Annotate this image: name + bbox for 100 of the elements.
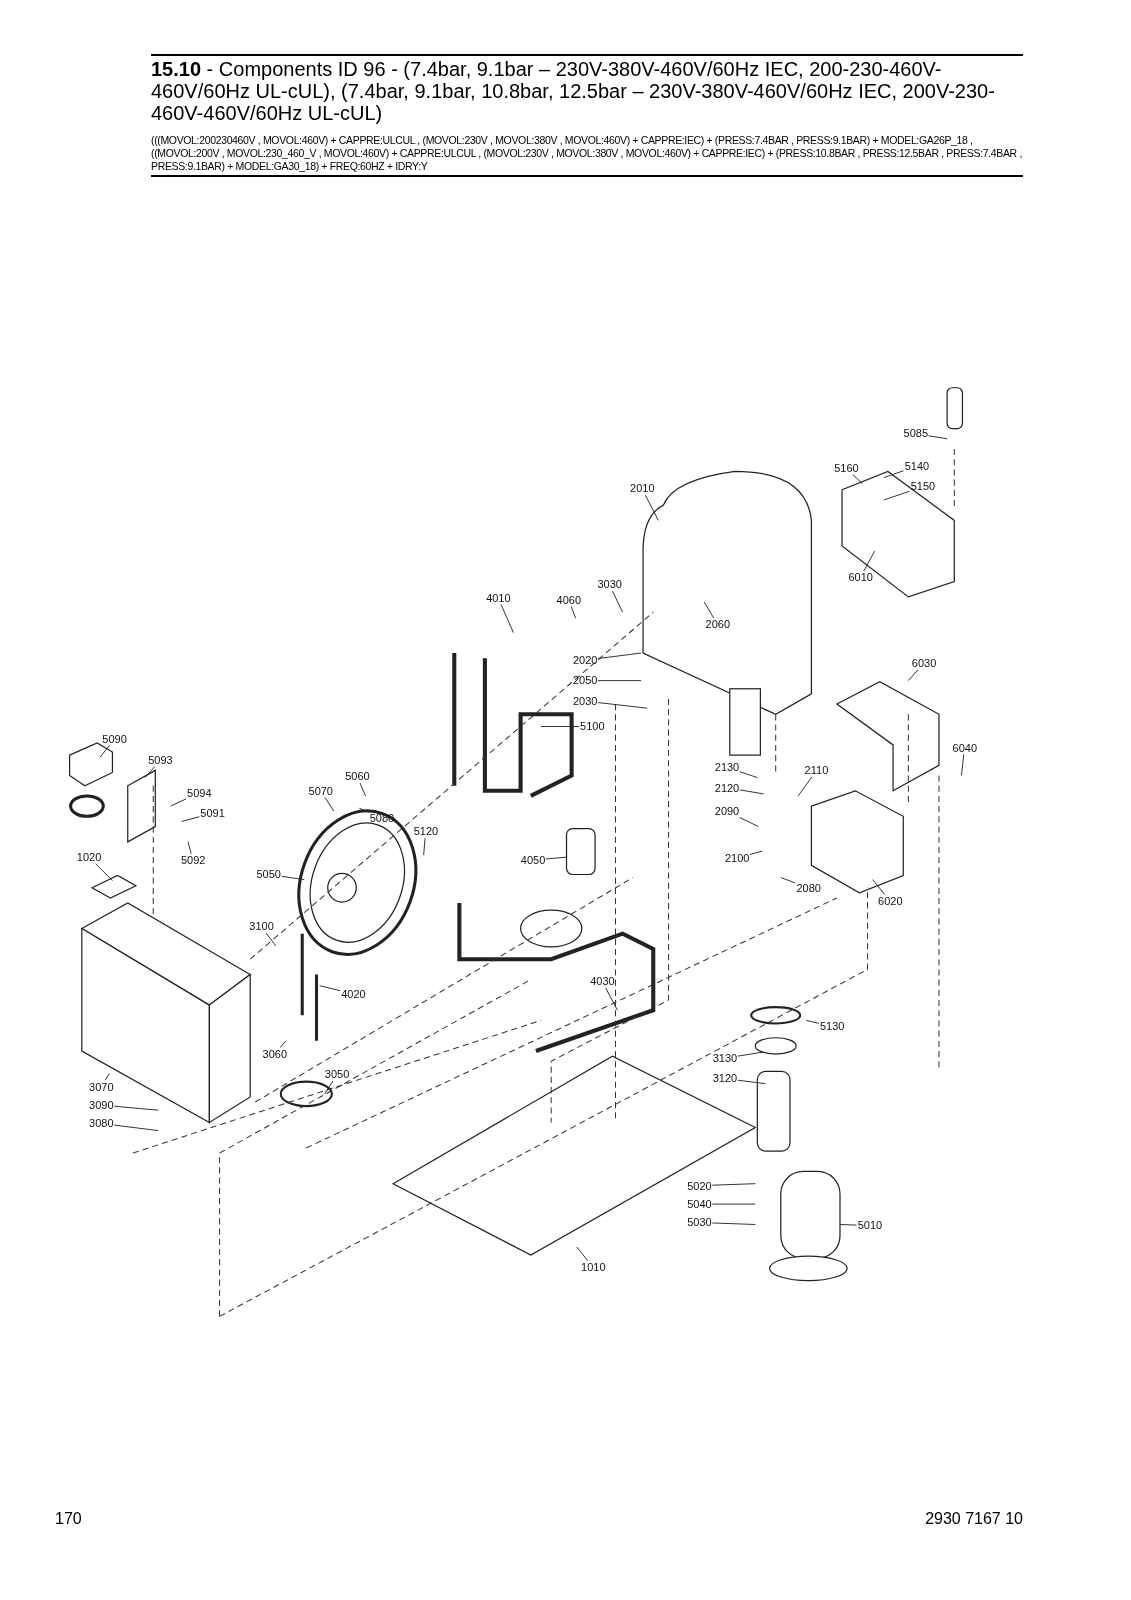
configuration-code-text: (((MOVOL:200230460V , MOVOL:460V) + CAPPRE:ULCUL , (MOVOL:230V , MOVOL:380V , MOVOL:460V) + CAPPRE:IEC) + (PRESS:7.4BAR , PRESS:9.1BAR) + MODEL:GA26P_18 , ((MOVOL:200V , MOVOL:230_460_V , MOVOL:460V) + CAPPRE:ULCUL , (MOVOL:230V , MOVOL:380V , MOVOL:460V) + CAPPRE:IEC) + (PRESS:10.8BAR , PRESS:12.5BAR , PRESS:7.4BAR , PRESS:9.1BAR) + MODEL:GA30_18) + FREQ:60HZ + IDRY:Y [151, 134, 1023, 177]
leader-line [612, 590, 624, 613]
leader-line [324, 1080, 334, 1095]
leader-line [644, 494, 659, 521]
leader-line [597, 652, 642, 660]
callout-number: 2100 [725, 852, 750, 864]
callout-number: 3080 [89, 1118, 114, 1130]
callout-number: 3090 [89, 1099, 114, 1111]
leader-line [737, 1051, 764, 1057]
leader-line [739, 771, 758, 778]
leader-line [358, 807, 370, 813]
callout-number: 5085 [903, 428, 929, 440]
leader-line [960, 754, 965, 776]
leader-line [852, 474, 863, 485]
callout-number: 4060 [556, 594, 582, 606]
leader-line [144, 766, 156, 778]
callout-number: 6040 [952, 742, 978, 754]
callout-number: 4050 [520, 855, 546, 866]
callout-number: 3070 [89, 1081, 114, 1093]
callout-number: 6020 [878, 895, 903, 907]
callout-number: 5120 [413, 826, 439, 838]
callout-number: 3100 [249, 921, 274, 933]
callout-number: 5040 [687, 1199, 712, 1210]
leader-line [423, 837, 426, 856]
leader-line [570, 606, 577, 619]
leader-line [104, 1073, 110, 1081]
callout-number: 6030 [911, 658, 937, 669]
leader-line [545, 856, 567, 860]
leader-line [597, 680, 642, 682]
leader-line [265, 932, 277, 947]
leader-line [839, 1224, 857, 1226]
callout-number: 6010 [848, 572, 873, 584]
leader-line [319, 985, 341, 992]
callout-number: 5150 [910, 481, 936, 493]
callout-number: 5060 [345, 771, 370, 783]
leader-line [113, 1105, 159, 1111]
callout-number: 4020 [341, 988, 366, 1000]
leader-line [711, 1183, 756, 1186]
callout-number: 3120 [712, 1073, 738, 1085]
callout-number: 1010 [581, 1262, 606, 1274]
leader-line [500, 604, 514, 634]
leader-line [181, 816, 200, 822]
page-number: 170 [55, 1510, 82, 1528]
page-title: 15.10 - Components ID 96 - (7.4bar, 9.1bar – 230V-380V-460V/60Hz IEC, 200-230-460V-460V/60Hz UL-cUL), (7.4bar, 9.1bar, 10.8bar, 12.5bar – 230V-380V-460V/60Hz IEC, 200V-230-460V-460V/60Hz UL-cUL) [151, 54, 1023, 124]
callout-number: 4030 [590, 976, 615, 988]
leader-line [749, 850, 763, 855]
callout-number: 2050 [572, 675, 598, 687]
leader-line [95, 863, 113, 882]
callout-number: 5010 [857, 1220, 883, 1232]
callout-number: 2030 [572, 695, 598, 707]
leader-line [797, 776, 813, 797]
callout-number: 5160 [834, 463, 859, 474]
leader-line [576, 1246, 589, 1262]
leader-line [739, 789, 764, 795]
callout-number: 2060 [705, 619, 731, 631]
callout-number: 4010 [486, 592, 511, 604]
callout-number: 2090 [714, 806, 740, 817]
leader-line [113, 1124, 159, 1132]
leader-line [281, 875, 305, 881]
leader-line [703, 601, 715, 619]
callout-number: 2110 [804, 765, 829, 777]
callout-number: 5140 [904, 461, 930, 472]
leader-line [99, 744, 110, 758]
leader-line [863, 550, 876, 572]
callout-number: 2010 [630, 483, 655, 495]
callout-number: 5091 [200, 808, 225, 820]
leader-line [739, 817, 759, 827]
leader-line [907, 669, 919, 682]
leader-line [872, 879, 886, 895]
callout-number: 5020 [687, 1180, 712, 1192]
document-number: 2930 7167 10 [925, 1510, 1023, 1528]
callout-number: 2080 [796, 882, 821, 894]
callout-number: 3030 [597, 579, 622, 591]
leader-line [780, 877, 796, 884]
callout-number: 2130 [714, 762, 740, 774]
leader-line [187, 841, 192, 855]
leader-line [324, 796, 335, 812]
callout-number: 5090 [102, 733, 127, 745]
callout-number: 5100 [580, 721, 605, 733]
callout-number: 2020 [572, 654, 598, 666]
callout-number: 5050 [256, 869, 281, 881]
leader-line [170, 798, 187, 807]
leader-line [540, 726, 580, 727]
callout-number: 5130 [819, 1021, 845, 1033]
callout-number: 3130 [712, 1053, 738, 1064]
leader-line [605, 987, 618, 1011]
leader-line [597, 702, 648, 709]
leader-line [359, 782, 366, 797]
leader-line [279, 1040, 287, 1048]
leader-line [928, 435, 948, 440]
callout-number: 5030 [687, 1217, 712, 1229]
leader-line [711, 1222, 756, 1225]
callout-number: 5093 [148, 754, 173, 766]
leader-line [737, 1079, 766, 1085]
callout-number: 5094 [187, 787, 212, 799]
callout-number: 2120 [714, 782, 740, 794]
callout-number: 3050 [324, 1069, 350, 1081]
callout-number: 5092 [180, 855, 206, 866]
callout-number: 3060 [262, 1048, 288, 1060]
callout-number: 5070 [308, 785, 333, 797]
